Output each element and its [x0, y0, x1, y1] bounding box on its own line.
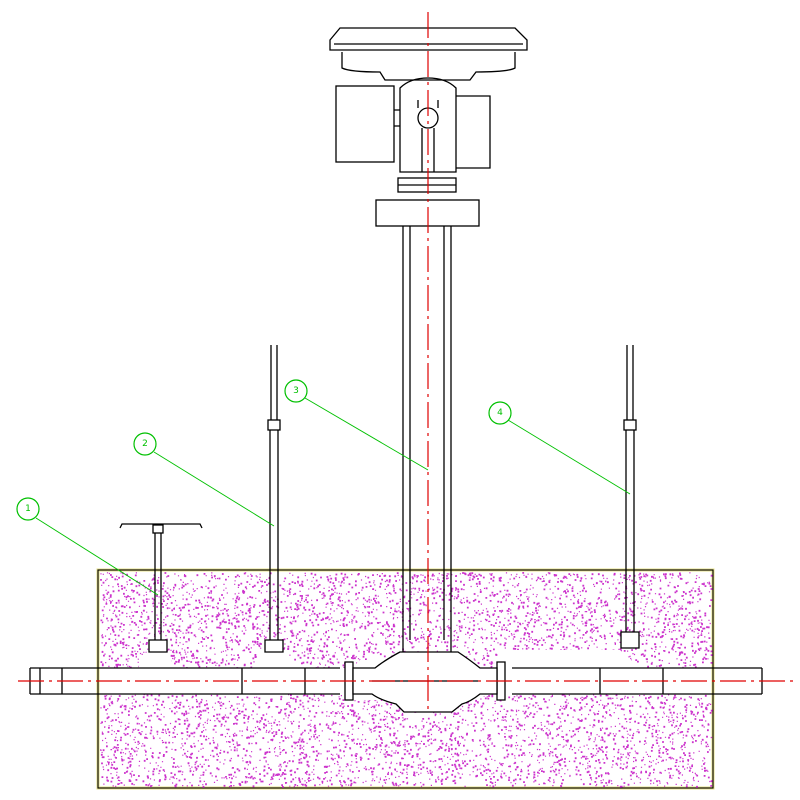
valve-stem-1 — [119, 523, 203, 653]
pump-volute — [352, 651, 498, 713]
motor-body — [399, 77, 457, 173]
valve-stem-4 — [620, 345, 640, 649]
speckle-dots — [100, 694, 713, 788]
stem-4-base — [620, 631, 640, 649]
callout-4-balloon — [488, 401, 512, 425]
leader-4 — [507, 419, 631, 495]
stem-1-base — [148, 639, 168, 653]
callout-2-balloon — [133, 432, 157, 456]
handwheel — [119, 523, 203, 529]
callout-1: 1 — [16, 497, 40, 521]
pump-casing — [352, 651, 498, 713]
stem-4-lines — [625, 430, 635, 632]
motor-side — [456, 95, 491, 169]
callout-2-label: 2 — [142, 439, 148, 449]
speckle-dots — [100, 572, 713, 668]
callout-leaders — [35, 397, 631, 596]
coupling-shaft — [417, 100, 439, 172]
leader-2 — [153, 451, 275, 527]
handwheel-hub — [152, 524, 164, 534]
insulation-box-outline-inner — [97, 569, 714, 789]
leader-1 — [35, 517, 159, 596]
leader-3 — [304, 397, 429, 471]
stem-2-base — [264, 639, 284, 653]
column-outer — [402, 226, 452, 652]
callout-3: 3 — [284, 379, 308, 403]
callout-2: 2 — [133, 432, 157, 456]
junction-box — [335, 85, 395, 163]
callout-4: 4 — [488, 401, 512, 425]
stem-4-top — [626, 345, 634, 420]
horizontal-pipe — [29, 661, 763, 701]
stem-2-collar — [267, 419, 281, 431]
motor-ribs — [394, 109, 400, 127]
callout-3-balloon — [284, 379, 308, 403]
column-inner — [409, 226, 445, 640]
insulation-box — [96, 568, 715, 790]
motor — [329, 27, 528, 173]
callout-1-balloon — [16, 497, 40, 521]
stem-2-lines — [269, 430, 279, 640]
callout-1-label: 1 — [25, 504, 31, 514]
valve-stem-2 — [264, 345, 284, 653]
insulation-fill-upper — [100, 572, 713, 668]
stem-1-lines — [154, 533, 162, 640]
callout-3-label: 3 — [293, 386, 299, 396]
stem-4-collar — [623, 419, 637, 431]
stem-2-top — [270, 345, 278, 420]
motor-housing — [341, 52, 516, 81]
insulation-fill-lower — [100, 694, 713, 788]
callout-4-label: 4 — [497, 408, 503, 418]
